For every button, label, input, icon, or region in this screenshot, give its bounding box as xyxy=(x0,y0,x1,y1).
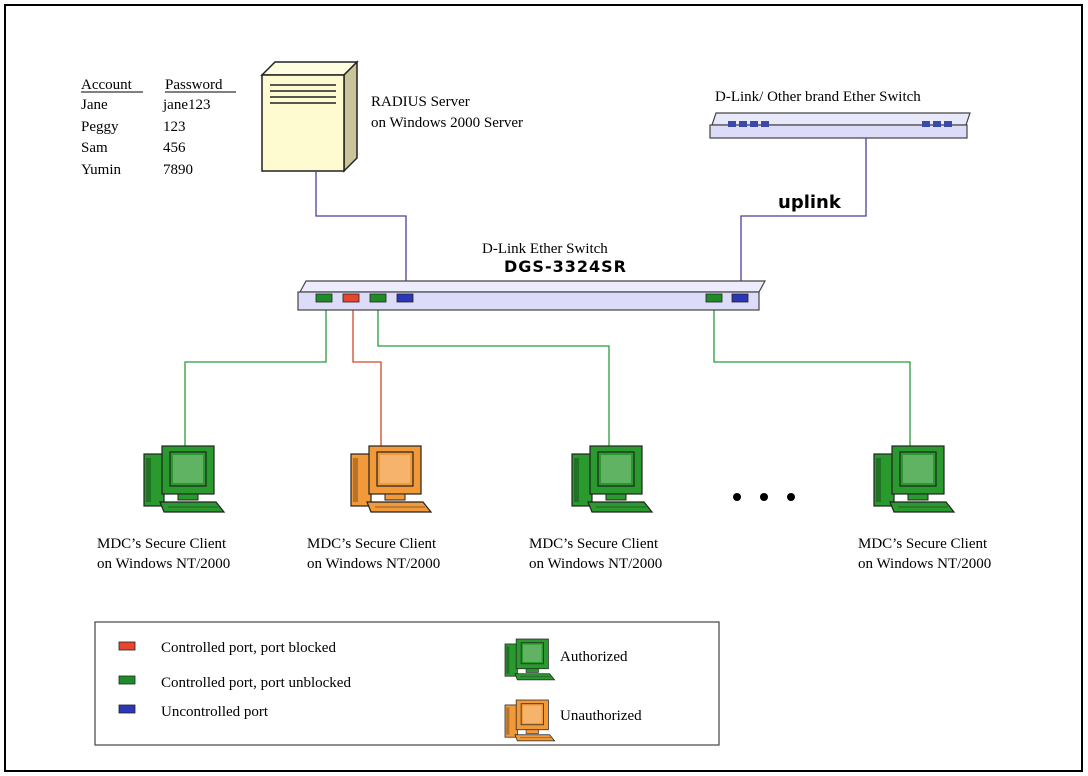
main-switch-label: D-Link Ether Switch xyxy=(482,241,608,257)
port-uncontrolled xyxy=(396,293,414,303)
client-os-label: on Windows NT/2000 xyxy=(858,556,991,572)
other-switch-icon xyxy=(709,112,971,139)
port-controlled-unblocked xyxy=(705,293,723,303)
main-switch-model: DGS-3324SR xyxy=(504,257,627,276)
legend: Controlled port, port blocked Controlled… xyxy=(94,621,720,746)
port-controlled-blocked xyxy=(342,293,360,303)
client-label: MDC’s Secure Client xyxy=(529,536,659,552)
authorized-pc-icon xyxy=(143,445,225,513)
password-cell: 7890 xyxy=(163,162,193,178)
ellipsis-icon xyxy=(733,493,795,501)
legend-unblocked-label: Controlled port, port unblocked xyxy=(161,675,351,691)
other-switch-label: D-Link/ Other brand Ether Switch xyxy=(715,89,921,105)
client-os-label: on Windows NT/2000 xyxy=(307,556,440,572)
account-cell: Peggy xyxy=(81,119,119,135)
legend-authorized-pc-icon xyxy=(504,638,555,681)
account-cell: Jane xyxy=(81,97,108,113)
legend-authorized-label: Authorized xyxy=(560,649,628,665)
legend-unauthorized-pc-icon xyxy=(504,699,555,742)
authorized-pc-icon xyxy=(873,445,955,513)
legend-uncontrolled-label: Uncontrolled port xyxy=(161,704,269,720)
legend-unauthorized-label: Unauthorized xyxy=(560,708,642,724)
password-cell: jane123 xyxy=(162,97,210,113)
legend-uncontrolled-swatch xyxy=(118,704,136,714)
port-controlled-unblocked xyxy=(369,293,387,303)
radius-server-os-label: on Windows 2000 Server xyxy=(371,115,523,131)
uplink-label: uplink xyxy=(778,192,842,213)
account-table: Account Password Jane jane123 Peggy 123 … xyxy=(81,77,236,178)
server-icon xyxy=(260,60,359,173)
legend-blocked-label: Controlled port, port blocked xyxy=(161,640,336,656)
password-cell: 123 xyxy=(163,119,186,135)
client-label: MDC’s Secure Client xyxy=(97,536,227,552)
password-header: Password xyxy=(165,77,223,93)
main-switch-icon xyxy=(297,280,767,311)
account-cell: Yumin xyxy=(81,162,122,178)
authorized-pc-icon xyxy=(571,445,653,513)
password-cell: 456 xyxy=(163,140,186,156)
cables xyxy=(184,138,911,455)
radius-server-label: RADIUS Server xyxy=(371,94,470,110)
unauthorized-pc-icon xyxy=(350,445,432,513)
legend-unblocked-swatch xyxy=(118,675,136,685)
port-uncontrolled xyxy=(731,293,749,303)
client-os-label: on Windows NT/2000 xyxy=(97,556,230,572)
account-cell: Sam xyxy=(81,140,108,156)
client-label: MDC’s Secure Client xyxy=(858,536,988,552)
port-controlled-unblocked xyxy=(315,293,333,303)
account-header: Account xyxy=(81,77,133,93)
client-os-label: on Windows NT/2000 xyxy=(529,556,662,572)
client-label: MDC’s Secure Client xyxy=(307,536,437,552)
legend-blocked-swatch xyxy=(118,641,136,651)
